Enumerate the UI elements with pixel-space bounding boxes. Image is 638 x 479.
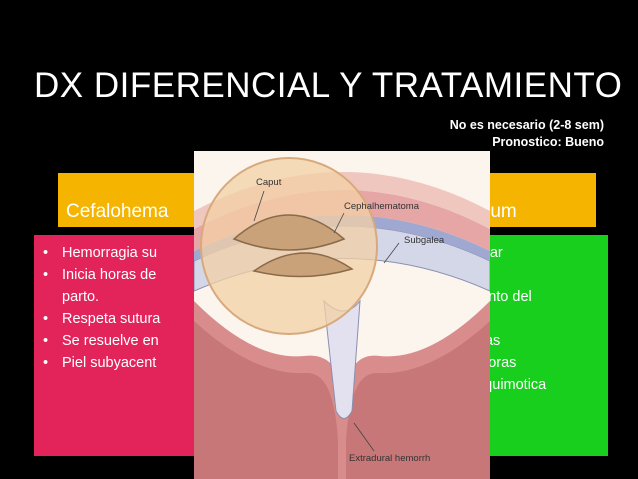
bullet-icon: • <box>43 264 48 286</box>
note-line-2: Pronostico: Bueno <box>450 134 604 151</box>
list-item-text: Piel subyacent <box>62 355 156 371</box>
bullet-icon: • <box>43 330 48 352</box>
slide-title: DX DIFERENCIAL Y TRATAMIENTO <box>34 66 622 106</box>
bullet-icon: • <box>43 242 48 264</box>
list-item-text: Se resuelve en <box>62 333 159 349</box>
list-item-text: Inicia horas de <box>62 267 156 283</box>
label-caput: Caput <box>256 177 281 188</box>
label-cephalhematoma: Cephalhematoma <box>344 201 419 212</box>
note-line-1: No es necesario (2-8 sem) <box>450 117 604 134</box>
list-item-text-continued: parto. <box>62 289 99 305</box>
list-item-text: Hemorragia su <box>62 245 157 261</box>
bullet-icon: • <box>43 308 48 330</box>
label-subgaleal: Subgalea <box>404 235 444 246</box>
prognosis-note: No es necesario (2-8 sem) Pronostico: Bu… <box>450 117 604 151</box>
bullet-icon: • <box>43 352 48 374</box>
anatomy-illustration: Caput Cephalhematoma Subgalea Extradural… <box>194 151 490 479</box>
list-item-text: Respeta sutura <box>62 311 160 327</box>
label-extradural: Extradural hemorrh <box>349 453 430 464</box>
scalp-cross-section-diagram <box>194 151 490 479</box>
brain-inner-left <box>194 321 338 479</box>
